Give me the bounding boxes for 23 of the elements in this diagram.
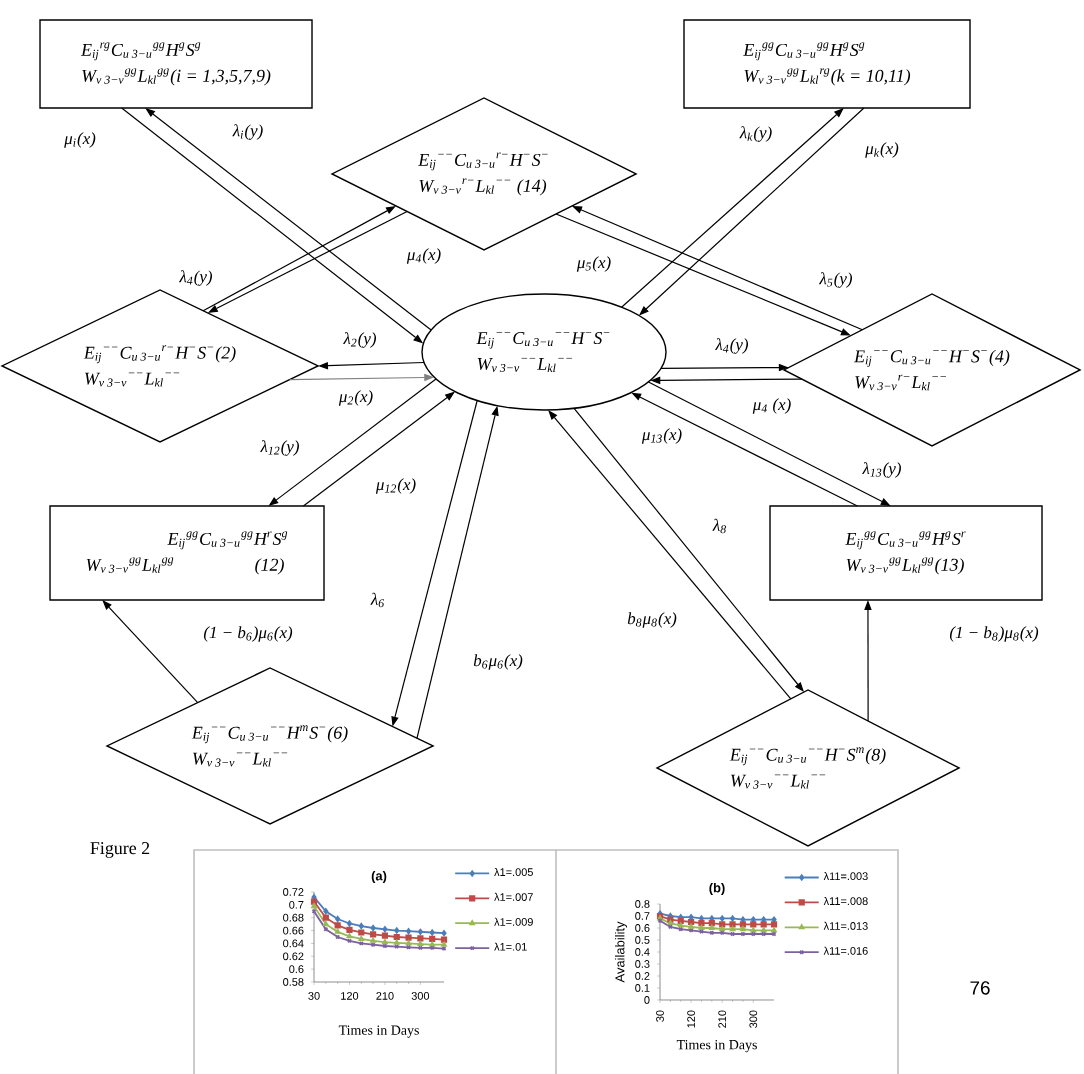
edge-label: λ$_{8}$ bbox=[711, 517, 729, 535]
edge-label: μ$_{k}$(x) bbox=[864, 141, 900, 159]
edge-label: λ$_{4}$(y) bbox=[178, 269, 214, 287]
edge-label: μ$_{12}$(x) bbox=[374, 477, 418, 495]
edge-label: λ$_{i}$(y) bbox=[231, 123, 265, 141]
edge-label: b$_{8}$μ$_{8}$(x) bbox=[626, 611, 678, 629]
edge-label: λ$_{12}$(y) bbox=[259, 439, 301, 457]
page-number: 76 bbox=[970, 981, 990, 995]
edge-label: λ$_{2}$(y) bbox=[342, 331, 378, 349]
edge-label: μ$_{2}$(x) bbox=[337, 389, 375, 407]
edge-label: μ$_{5}$(x) bbox=[575, 255, 613, 273]
edge-label: (1 − b$_{6}$)μ$_{6}$(x) bbox=[202, 625, 294, 643]
edge-label: λ$_{5}$(y) bbox=[818, 271, 854, 289]
edge-label: (1 − b$_{8}$)μ$_{8}$(x) bbox=[948, 625, 1040, 643]
edge-label: μ$_{i}$(x) bbox=[63, 131, 97, 149]
edge-label: μ$_{4}$(x) bbox=[405, 247, 443, 265]
edge-label: μ$_{13}$(x) bbox=[640, 427, 684, 445]
edge-label: λ$_{13}$(y) bbox=[861, 461, 903, 479]
edge-label: λ$_{6}$ bbox=[369, 591, 387, 609]
figure-label: Figure 2 bbox=[90, 842, 150, 858]
edge-label: b$_{6}$μ$_{6}$(x) bbox=[472, 653, 524, 671]
edge-label: λ$_{k}$(y) bbox=[738, 125, 774, 143]
edge-label: λ$_{4}$(y) bbox=[714, 337, 750, 355]
